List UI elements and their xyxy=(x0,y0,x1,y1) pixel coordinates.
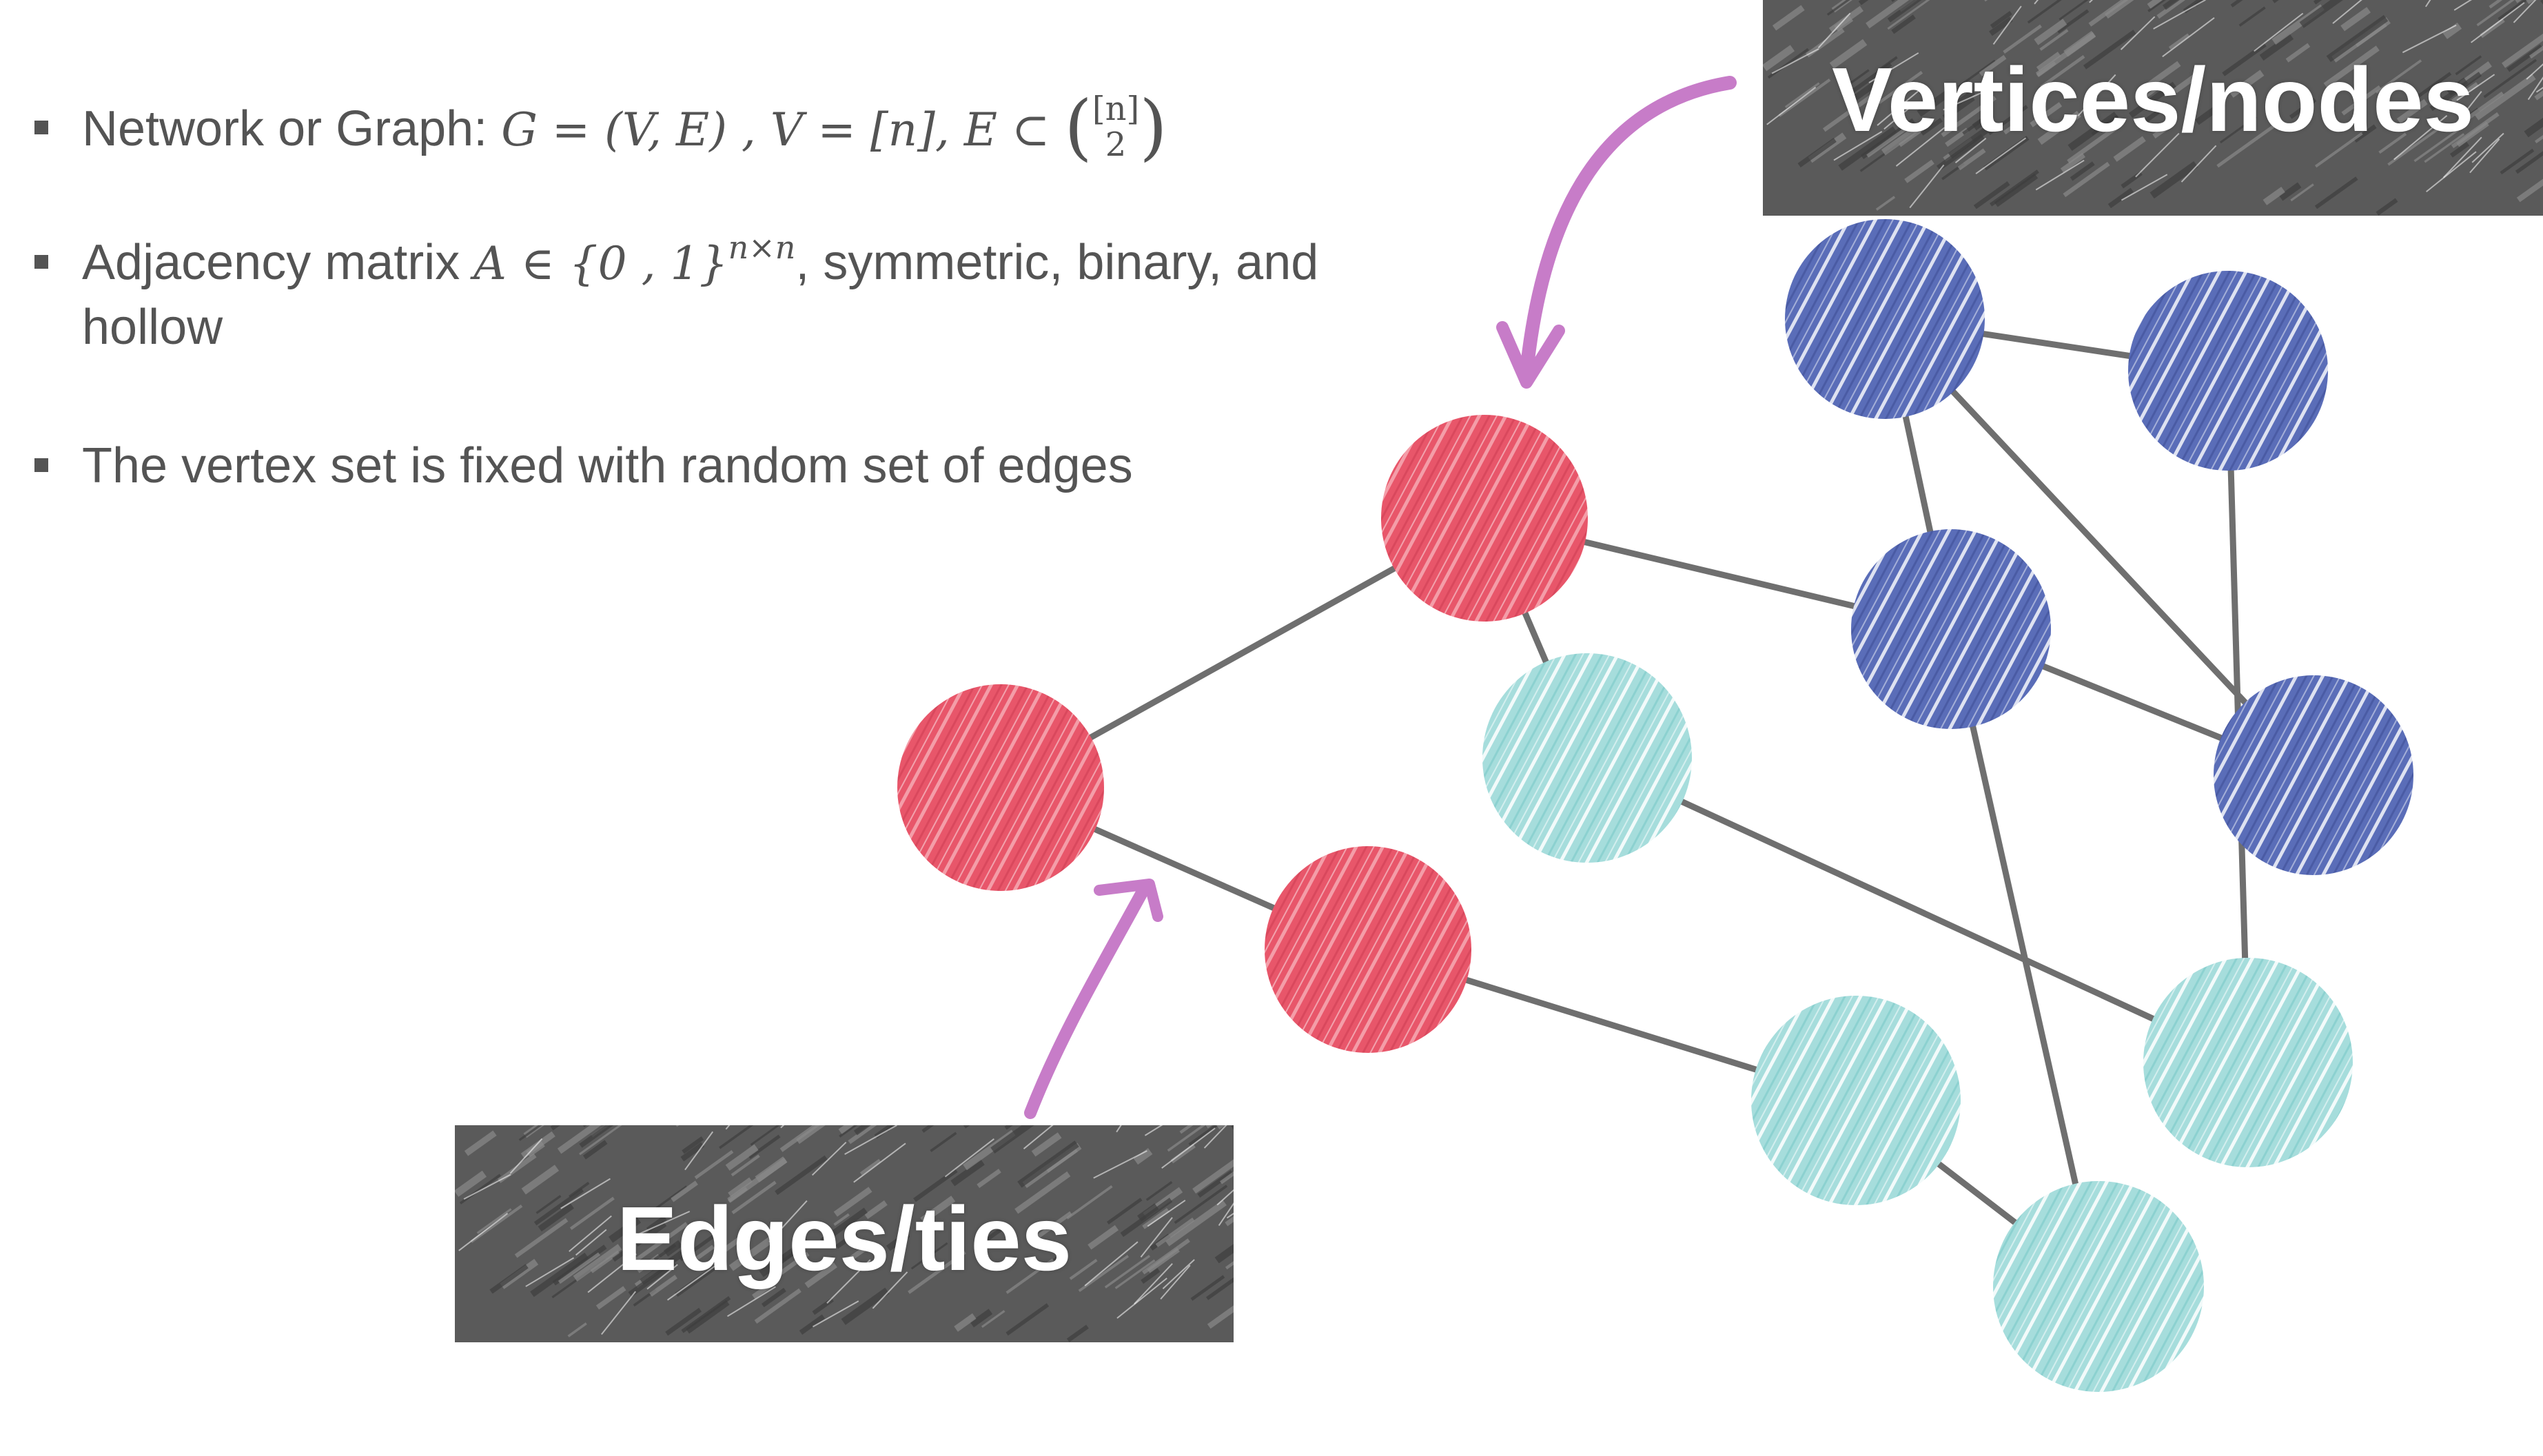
graph-node-red xyxy=(1265,846,1471,1053)
graph-edge xyxy=(1948,628,2102,1287)
bullet-2-text: Adjacency matrix xyxy=(82,235,474,290)
math-adjacency: A ∈ {0 , 1} xyxy=(473,237,728,290)
vertices-label-box: Vertices/nodes xyxy=(1763,0,2543,216)
edges-arrow-shaft xyxy=(1024,883,1150,1119)
graph-node-teal xyxy=(2143,958,2353,1167)
graph-node-teal xyxy=(1482,653,1692,863)
math-sep xyxy=(950,103,964,156)
math-vertex-set: V = [n], xyxy=(770,103,950,157)
bullet-vertex-set: The vertex set is fixed with random set … xyxy=(31,434,1133,498)
arrow-layer xyxy=(1024,76,1737,1119)
bullet-adjacency-matrix: Adjacency matrix A ∈ {0 , 1}n×n, symmetr… xyxy=(31,231,1433,359)
label-texture xyxy=(455,1125,1234,1342)
binomial-coefficient: ([n]2) xyxy=(1064,85,1167,169)
edges-arrow-head xyxy=(1094,879,1163,922)
edges-label-box: Edges/ties xyxy=(455,1125,1234,1342)
bullet-3-text: The vertex set is fixed with random set … xyxy=(82,438,1133,493)
bullet-1-text: Network or Graph: xyxy=(82,101,502,157)
math-sep: , xyxy=(726,103,770,157)
graph-node-teal xyxy=(1751,996,1961,1205)
graph-node-blue xyxy=(2214,675,2413,875)
graph-node-red xyxy=(897,684,1104,891)
graph-node-red xyxy=(1381,415,1588,622)
bullet-marker xyxy=(34,255,48,269)
bullet-marker xyxy=(34,121,48,134)
math-graph: G = (V, E) xyxy=(501,103,727,157)
edges-label: Edges/ties xyxy=(616,1188,1072,1289)
math-edge-set: E ⊂ xyxy=(963,103,1065,157)
math-superscript: n×n xyxy=(728,229,796,266)
graph-node-blue xyxy=(1785,219,1985,419)
graph-node-teal xyxy=(1993,1181,2204,1392)
vertices-arrow-shaft xyxy=(1520,76,1737,379)
binom-top: [n] xyxy=(1092,90,1140,128)
label-texture xyxy=(1763,0,2543,216)
bullet-marker xyxy=(34,458,48,472)
binom-bottom: 2 xyxy=(1105,125,1127,164)
graph-edge xyxy=(1586,755,2249,1066)
vertices-label: Vertices/nodes xyxy=(1832,49,2474,150)
graph-node-blue xyxy=(1851,529,2051,729)
graph-node-blue xyxy=(2128,271,2328,471)
bullet-2-suffix: , symmetric, binary, and hollow xyxy=(82,235,1319,355)
vertices-arrow-head xyxy=(1496,321,1565,389)
bullet-graph-definition: Network or Graph: G = (V, E) , V = [n], … xyxy=(31,91,1167,168)
node-layer xyxy=(897,219,2413,1392)
graph-edge xyxy=(1882,316,2316,778)
